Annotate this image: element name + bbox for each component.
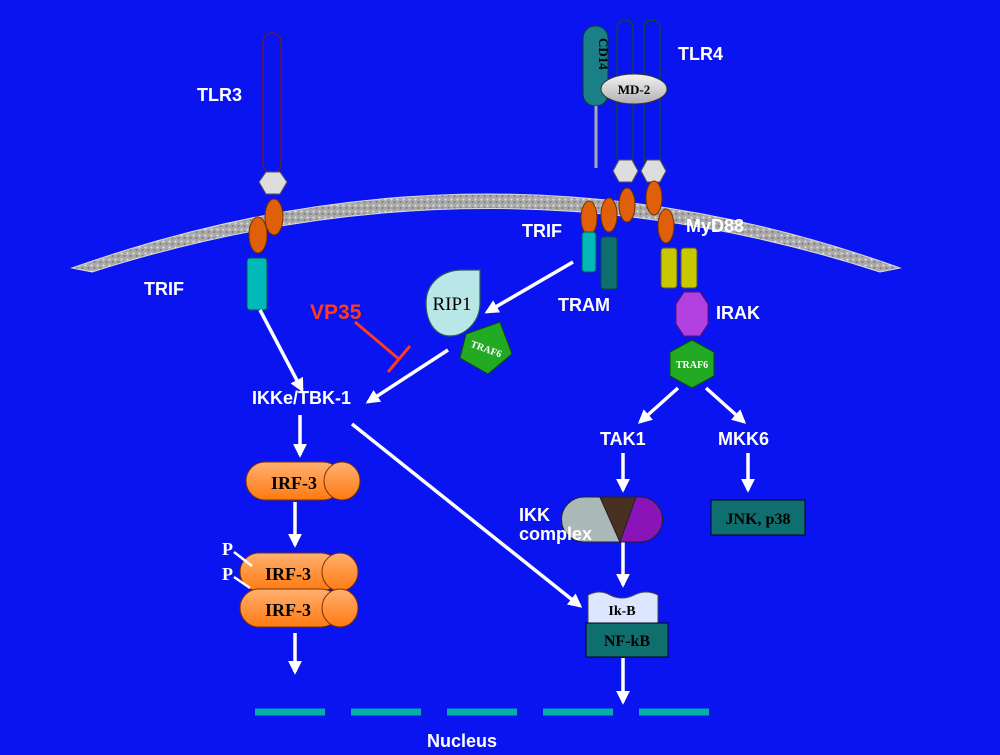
cell-membrane xyxy=(70,193,902,273)
tlr3-tir-domain xyxy=(248,216,268,254)
arrow-traf6-to-tak1 xyxy=(637,386,680,424)
tlr3-receptor xyxy=(262,32,282,174)
jnk-p38-box xyxy=(710,499,806,536)
myd88-adaptor-box xyxy=(680,247,698,289)
tlr4-tir-domain xyxy=(645,180,663,216)
myd88-adaptor-box xyxy=(660,247,678,289)
irf3-dimer-bottom-cap xyxy=(321,588,359,628)
irak-protein xyxy=(675,291,709,337)
irak-label: IRAK xyxy=(716,303,760,323)
nfkb-label: NF-kB xyxy=(604,633,651,650)
phosphate-bond xyxy=(233,575,251,590)
tlr3-tir-domain xyxy=(264,198,284,236)
arrow-ikke-to-nfkb xyxy=(350,422,583,608)
irf3-dimer-top-cap xyxy=(321,552,359,592)
irf3-label-c: IRF-3 xyxy=(265,600,311,620)
tlr3-label: TLR3 xyxy=(197,85,242,105)
mkk6-label: MKK6 xyxy=(718,429,769,449)
tlr4-label: TLR4 xyxy=(678,44,723,64)
tlr4-tir-domain xyxy=(600,197,618,233)
rip1-protein xyxy=(425,269,481,337)
myd88-label: MyD88 xyxy=(686,216,744,236)
tlr4-membrane-anchor xyxy=(640,159,667,183)
phosphate-bond xyxy=(233,551,253,567)
trif-label-left: TRIF xyxy=(144,279,184,299)
arrow-rip1-to-ikke xyxy=(365,348,449,404)
ikk-complex-segment-right xyxy=(619,496,663,543)
tlr4-tir-domain xyxy=(618,187,636,223)
md2-label: MD-2 xyxy=(618,82,651,97)
phosphate-label: P xyxy=(222,564,233,584)
trif-adaptor-box xyxy=(246,257,268,311)
traf6-protein xyxy=(669,339,715,389)
traf6-protein xyxy=(459,321,513,375)
md2-coreceptor xyxy=(600,73,668,105)
vp35-inhibition-bar xyxy=(386,345,412,373)
tram-adaptor-box xyxy=(600,236,618,290)
arrow-traf6-to-mkk6 xyxy=(704,386,747,424)
jnk-p38-label: JNK, p38 xyxy=(726,511,791,528)
traf6-label-right: TRAF6 xyxy=(676,360,708,371)
irf3-label-a: IRF-3 xyxy=(271,473,317,493)
arrow-trif-to-rip1 xyxy=(484,260,574,314)
tlr4-tir-domain xyxy=(580,200,598,236)
tak1-label: TAK1 xyxy=(600,429,646,449)
irf3-label-b: IRF-3 xyxy=(265,564,311,584)
rip1-label: RIP1 xyxy=(432,294,471,315)
irf3-monomer-cap xyxy=(323,461,361,501)
ikk-complex-label: IKK complex xyxy=(519,505,592,544)
trif-adaptor-box-right xyxy=(581,231,597,273)
nfkb-box xyxy=(585,622,669,658)
ikk-complex-segment-left xyxy=(561,496,621,543)
phosphate-label: P xyxy=(222,539,233,559)
vp35-inhibition-line xyxy=(354,320,401,362)
tlr3-membrane-anchor xyxy=(258,171,288,195)
tram-label: TRAM xyxy=(558,295,610,315)
vp35-label: VP35 xyxy=(310,301,362,324)
ikb-protein xyxy=(587,591,659,624)
ikb-label: Ik-B xyxy=(608,604,635,619)
tlr4-membrane-anchor xyxy=(612,159,639,183)
trif-label-right: TRIF xyxy=(522,221,562,241)
cd14-label: CD14 xyxy=(596,38,611,70)
tlr4-tir-domain xyxy=(657,208,675,244)
nucleus-label: Nucleus xyxy=(427,731,497,751)
ikke-tbk1-label: IKKe/TBK-1 xyxy=(252,388,351,408)
arrow-trif-to-ikke xyxy=(258,309,304,393)
